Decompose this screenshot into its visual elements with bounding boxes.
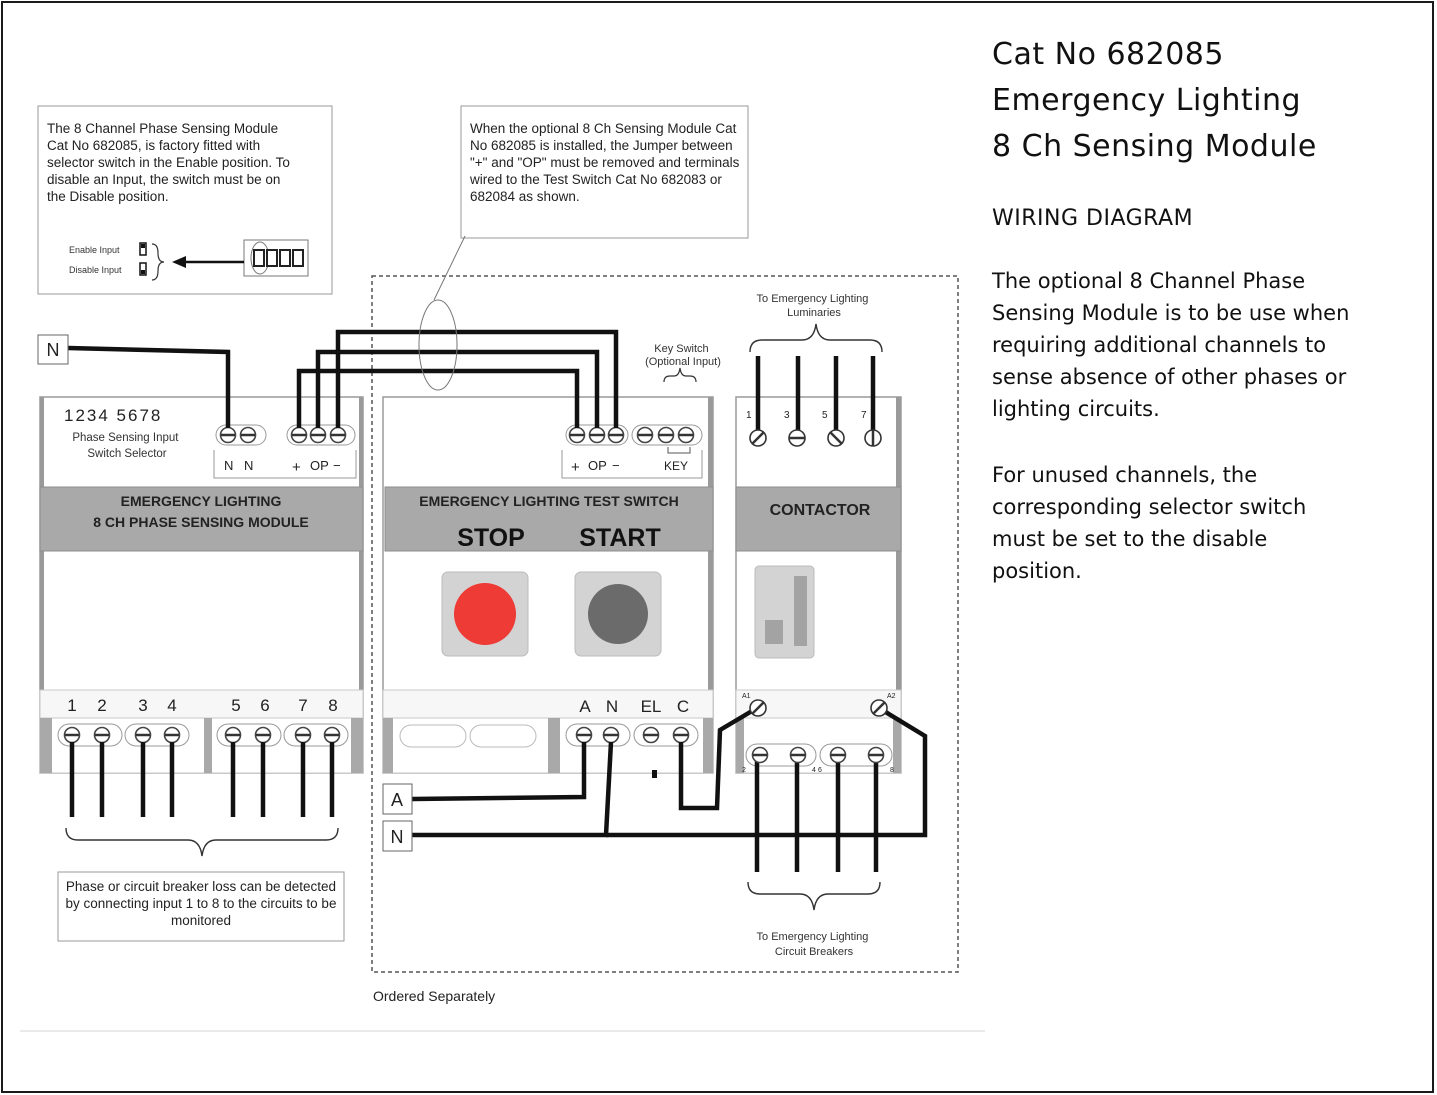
module-top-numbers: 1234 5678: [64, 406, 162, 425]
svg-text:5: 5: [822, 410, 828, 421]
key-contact-symbol: [667, 447, 691, 454]
switch-bottom-labels: A N EL C: [579, 697, 689, 716]
selector-switch-label: Phase Sensing Input Switch Selector: [72, 432, 181, 460]
stop-button[interactable]: [454, 583, 516, 645]
svg-text:8: 8: [328, 696, 337, 715]
n-supply-box: [382, 820, 413, 852]
svg-text:6: 6: [818, 767, 822, 774]
module-bottom-numbers: 1 2 3 4 5 6 7 8: [67, 696, 337, 715]
switch-label-minus: −: [612, 458, 620, 473]
svg-text:N: N: [606, 697, 618, 716]
luminaries-brace: [749, 323, 883, 353]
key-switch-label: Key Switch (Optional Input): [645, 343, 721, 368]
start-label: START: [579, 524, 660, 552]
svg-text:2: 2: [742, 767, 746, 774]
test-switch-name-panel: [384, 486, 714, 552]
coil-a2-label: A2: [887, 693, 896, 700]
module-name-panel: [39, 486, 364, 552]
selector-note: The 8 Channel Phase Sensing Module Cat N…: [47, 121, 290, 204]
n-top-terminal-box: [37, 334, 69, 365]
n-top-label: N: [47, 340, 60, 360]
breakers-label: To Emergency Lighting Circuit Breakers: [757, 931, 872, 958]
phase-sensing-module: [39, 396, 364, 774]
svg-text:C: C: [677, 697, 689, 716]
switch-label-op: OP: [588, 458, 607, 473]
title-module: 8 Ch Sensing Module: [992, 129, 1317, 164]
svg-text:7: 7: [298, 696, 307, 715]
contactor-terminals: [749, 429, 888, 717]
svg-text:3: 3: [138, 696, 147, 715]
n-supply-label: N: [391, 827, 404, 847]
module-name-line1: EMERGENCY LIGHTING: [121, 493, 282, 509]
module-label-n1: N: [224, 458, 233, 473]
wires: [67, 329, 928, 872]
enable-input-label: Enable Input: [69, 245, 120, 255]
svg-text:4: 4: [167, 696, 176, 715]
switch-label-plus: +: [571, 459, 580, 476]
jumper-callout-ellipse: [418, 299, 458, 391]
phase-loss-note-box: [57, 871, 345, 942]
module-label-op: OP: [310, 458, 329, 473]
ordered-separately-label: Ordered Separately: [373, 988, 495, 1004]
jumper-note-box: [460, 105, 749, 239]
svg-text:4: 4: [812, 767, 816, 774]
contactor-unit: [735, 396, 902, 774]
module-label-plus: +: [292, 459, 301, 476]
svg-text:6: 6: [260, 696, 269, 715]
disable-input-label: Disable Input: [69, 265, 122, 275]
dip-switch-icon: [139, 239, 309, 281]
start-button[interactable]: [588, 584, 648, 644]
jumper-note: When the optional 8 Ch Sensing Module Ca…: [470, 121, 740, 204]
module-name-line2: 8 CH PHASE SENSING MODULE: [93, 514, 308, 530]
key-switch-brace: [663, 367, 697, 383]
test-switch-name: EMERGENCY LIGHTING TEST SWITCH: [419, 493, 679, 509]
description-paragraph-2: For unused channels, the corresponding s…: [992, 463, 1307, 583]
contactor-top-numbers: 1 3 5 7: [746, 410, 867, 421]
svg-text:2: 2: [97, 696, 106, 715]
stop-label: STOP: [457, 524, 525, 552]
title-block: Cat No 682085 Emergency Lighting 8 Ch Se…: [992, 32, 1412, 587]
a-supply-box: [382, 783, 413, 815]
title-cat-no: Cat No 682085: [992, 37, 1224, 72]
description-paragraph-1: The optional 8 Channel Phase Sensing Mod…: [992, 269, 1350, 421]
module-label-minus: −: [333, 458, 341, 473]
stray-dot: [652, 770, 657, 778]
ordered-separately-enclosure: [371, 275, 959, 973]
jumper-callout-leader: [433, 235, 466, 301]
test-switch-unit: [382, 396, 714, 774]
svg-text:A: A: [579, 697, 591, 716]
module-label-n2: N: [244, 458, 253, 473]
switch-label-key: KEY: [664, 459, 688, 473]
svg-text:1: 1: [67, 696, 76, 715]
contactor-name: CONTACTOR: [770, 502, 871, 519]
a-supply-label: A: [391, 790, 403, 810]
svg-text:5: 5: [231, 696, 240, 715]
subtitle: WIRING DIAGRAM: [992, 206, 1194, 231]
contactor-name-panel: [735, 486, 902, 552]
svg-text:EL: EL: [641, 697, 662, 716]
contactor-bottom-numbers: 2 4 6 8: [742, 767, 894, 774]
breaker-brace: [747, 881, 881, 911]
title-product: Emergency Lighting: [992, 83, 1301, 118]
luminaries-label: To Emergency Lighting Luminaries: [757, 293, 872, 319]
phase-loss-note: Phase or circuit breaker loss can be det…: [65, 879, 337, 928]
input-brace: [65, 827, 339, 857]
svg-text:8: 8: [890, 767, 894, 774]
svg-text:3: 3: [784, 410, 790, 421]
svg-text:1: 1: [746, 410, 752, 421]
svg-text:7: 7: [861, 410, 867, 421]
coil-a1-label: A1: [742, 693, 751, 700]
